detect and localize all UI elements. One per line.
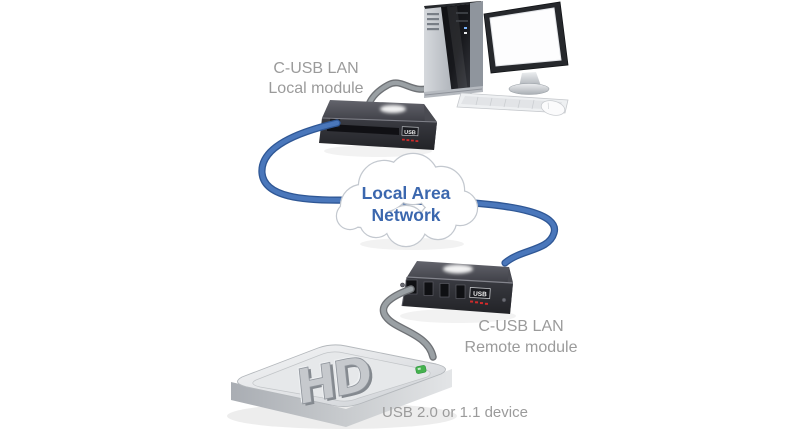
tower-side xyxy=(470,1,483,94)
remote-badge-label: USB xyxy=(473,291,487,299)
cloud-lobe-fill xyxy=(337,203,363,229)
cloud-lobe-fill xyxy=(360,205,392,237)
vent-slot xyxy=(427,28,439,31)
red-led xyxy=(415,140,419,142)
mouse-body xyxy=(540,100,566,116)
keyboard xyxy=(456,92,569,114)
tower-drive-bay xyxy=(456,20,468,22)
key-line xyxy=(517,99,521,109)
usb-cable-remote-core xyxy=(381,286,436,360)
vent-slot xyxy=(427,18,439,21)
drive-top-plateau xyxy=(252,351,431,402)
remote-module-shadow xyxy=(400,309,516,323)
tower-hdd-led xyxy=(464,32,467,34)
tower-drive-bay xyxy=(456,12,468,14)
local-module-edge-highlight xyxy=(321,117,438,123)
usb-cable-computer-to-local xyxy=(365,79,435,108)
remote-module-leds xyxy=(470,300,489,305)
remote-module: USB xyxy=(400,261,516,323)
mouse-button-split xyxy=(547,102,550,110)
red-led xyxy=(479,302,484,305)
tower-power-led xyxy=(464,27,467,29)
key-line xyxy=(475,96,479,106)
usb-device: HD HD HD xyxy=(227,344,457,429)
cloud-lobe-fill xyxy=(386,206,426,246)
badge-frame xyxy=(469,287,491,299)
logo-blob xyxy=(443,264,473,274)
tower-vents xyxy=(427,13,439,31)
tower-front-panel xyxy=(441,4,470,95)
local-badge-label: USB xyxy=(404,130,416,136)
green-led-glint xyxy=(417,367,421,371)
red-led xyxy=(474,301,479,304)
mouse xyxy=(540,100,566,116)
key-line xyxy=(531,99,535,110)
red-led xyxy=(406,139,410,142)
local-module: USB xyxy=(319,100,438,157)
local-module-usb-badge: USB xyxy=(401,126,419,137)
drive-led-group xyxy=(415,365,427,374)
local-module-label-line2: Local module xyxy=(268,80,363,97)
vent-slot xyxy=(427,13,439,16)
remote-module-logo xyxy=(443,264,473,274)
drive-side xyxy=(231,369,452,427)
local-module-top xyxy=(322,100,437,122)
red-led xyxy=(484,302,489,305)
monitor-stand-neck xyxy=(519,72,541,87)
tower-panel-gloss xyxy=(447,6,468,94)
remote-module-label-line2: Remote module xyxy=(465,339,578,356)
cloud-lobe-fill xyxy=(420,203,456,239)
red-led xyxy=(470,300,474,303)
key-line xyxy=(503,98,507,108)
local-module-label-line1: C-USB LAN xyxy=(273,60,358,77)
local-module-leds xyxy=(401,138,419,142)
usb-cable-remote-to-device xyxy=(379,285,437,361)
usb-port xyxy=(439,283,450,298)
lan-cloud: Local Area Network xyxy=(335,152,479,250)
logo-blob xyxy=(380,105,406,113)
badge-frame xyxy=(401,126,419,137)
usb-device-caption: USB 2.0 or 1.1 device xyxy=(382,404,528,421)
labels: C-USB LAN Local module C-USB LAN Remote … xyxy=(268,60,577,421)
local-module-port-slot xyxy=(327,124,399,135)
red-led xyxy=(410,139,414,142)
usb-port xyxy=(423,281,434,296)
remote-module-usb-badge: USB xyxy=(469,287,491,299)
remote-module-label-line1: C-USB LAN xyxy=(478,318,563,335)
monitor xyxy=(483,1,569,95)
vent-slot xyxy=(427,23,439,26)
local-module-logo xyxy=(380,105,406,113)
cloud-fill-layer xyxy=(337,154,477,246)
usb-port xyxy=(455,284,466,299)
tower-base-ridge xyxy=(424,88,483,96)
drive-logo: HD HD HD xyxy=(292,344,376,419)
monitor-stand-base xyxy=(508,83,550,95)
monitor-screen xyxy=(489,7,562,67)
keyboard-keys-area xyxy=(461,96,562,110)
cloud-label-line2: Network xyxy=(371,205,440,225)
screw xyxy=(400,282,405,288)
red-led xyxy=(401,138,405,141)
key-line xyxy=(489,97,493,107)
remote-module-edge-highlight xyxy=(406,276,514,284)
usb-cable-computer-core xyxy=(366,80,434,107)
cloud-label-line1: Local Area xyxy=(362,183,451,203)
screw xyxy=(501,297,507,303)
computer-tower xyxy=(424,1,483,98)
